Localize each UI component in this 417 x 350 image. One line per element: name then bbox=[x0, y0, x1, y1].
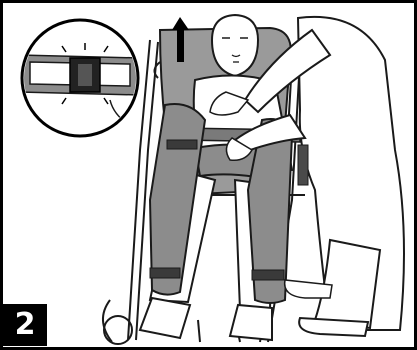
patient-head bbox=[212, 15, 258, 76]
caregiver-shoe bbox=[299, 318, 368, 336]
step-number-badge: 2 bbox=[3, 304, 47, 346]
patient-right-foot bbox=[230, 305, 272, 340]
side-strap bbox=[298, 145, 308, 185]
step-number: 2 bbox=[15, 310, 36, 340]
